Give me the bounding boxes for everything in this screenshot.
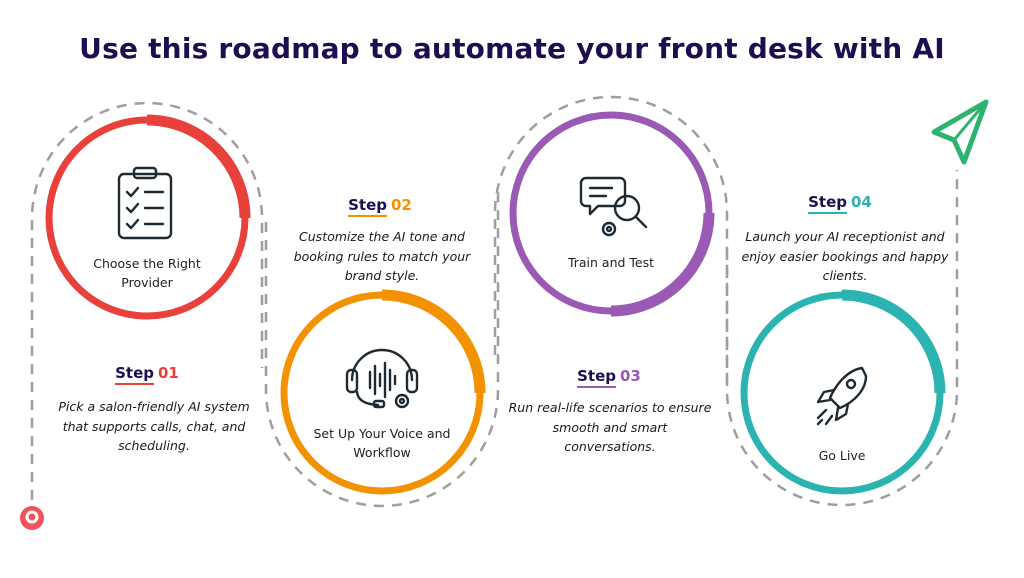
paper-plane-icon: [931, 99, 989, 165]
step-02-circle-accent: [381, 289, 486, 394]
step-03-description: Run real-life scenarios to ensure smooth…: [508, 400, 712, 454]
rocket-icon: [816, 366, 868, 426]
step-01-number: 01: [158, 364, 179, 382]
step-02-number: 02: [391, 196, 412, 214]
route-segment-3: [493, 95, 729, 390]
step-02-circle-label: Set Up Your Voice and Workflow: [313, 426, 451, 460]
route-segment-2: [264, 190, 500, 508]
step-01-word: Step: [115, 364, 154, 385]
step-03-circle-accent: [610, 212, 715, 317]
step-02-word: Step: [348, 196, 387, 217]
step-04-circle-label: Go Live: [818, 448, 866, 463]
route-segment-1: [30, 101, 264, 500]
step-04-description: Launch your AI receptionist and enjoy ea…: [741, 229, 949, 283]
step-03-word: Step: [577, 367, 616, 388]
step-03-number: 03: [620, 367, 641, 385]
step-04-word: Step: [808, 193, 847, 214]
step-01-description: Pick a salon-friendly AI system that sup…: [58, 399, 250, 453]
page-title: Use this roadmap to automate your front …: [79, 32, 945, 65]
headset-gear-icon: [345, 348, 419, 409]
step-04-number: 04: [851, 193, 872, 211]
step-03-circle-label: Train and Test: [567, 255, 655, 270]
clipboard-checklist-icon: [117, 166, 173, 240]
chat-magnifier-gear-icon: [579, 176, 648, 237]
step-02-description: Customize the AI tone and booking rules …: [293, 229, 471, 283]
step-01-circle-label: Choose the Right Provider: [93, 256, 201, 290]
dashed-route: [30, 95, 959, 508]
route-segment-4: [725, 170, 959, 507]
step-04-circle-accent: [841, 289, 946, 394]
step-01-circle-accent: [146, 114, 251, 219]
brand-logo: [20, 506, 44, 530]
